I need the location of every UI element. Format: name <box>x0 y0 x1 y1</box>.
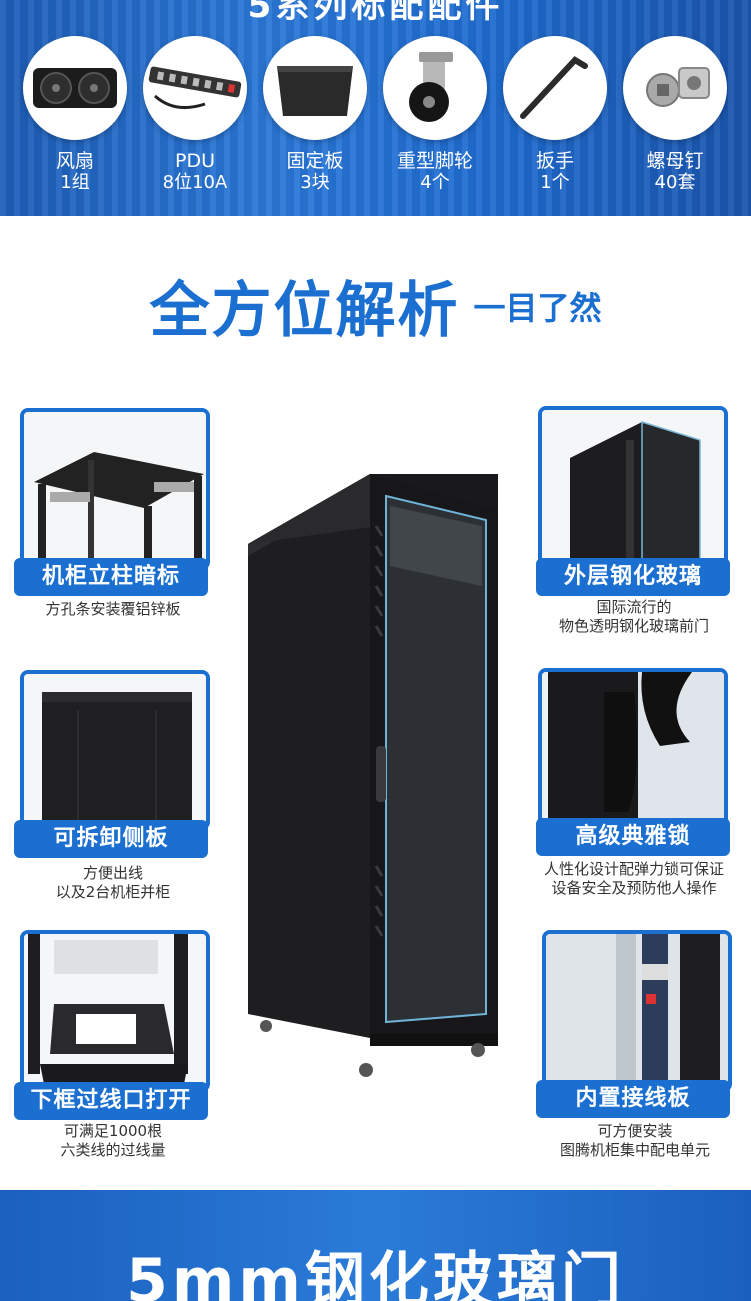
feature-desc: 方便出线 以及2台机柜并柜 <box>55 864 171 901</box>
fixing-plate-icon <box>277 66 353 116</box>
feature-desc: 方孔条安装覆铝锌板 <box>45 600 181 618</box>
pdu-icon <box>148 66 242 110</box>
accessory-qty: 1个 <box>540 172 570 193</box>
glass-door-banner: 5mm钢化玻璃门 <box>0 1190 751 1301</box>
accessory-name: 螺母钉 <box>646 150 704 172</box>
feature-card-lock <box>538 668 728 830</box>
lock-image <box>542 672 724 826</box>
cable-opening-image <box>24 934 206 1088</box>
accessory-name: 风扇 <box>55 150 94 172</box>
accessory-name: 扳手 <box>535 150 574 172</box>
tempered-glass-image <box>542 410 724 566</box>
accessory-qty: 40套 <box>654 172 696 193</box>
accessory-fan: 风扇 1组 <box>20 36 130 194</box>
feature-label: 高级典雅锁 <box>536 818 730 856</box>
screw-nut-icon <box>646 67 710 107</box>
accessory-name: 固定板 <box>286 150 344 172</box>
heading-sub: 一目了然 <box>473 288 602 327</box>
accessory-name: PDU <box>175 150 215 172</box>
caster-wheel-icon <box>409 52 453 122</box>
fan-icon <box>33 68 117 108</box>
side-panel-image <box>24 674 206 826</box>
accessory-caster: 重型脚轮 4个 <box>380 36 490 194</box>
feature-label: 可拆卸侧板 <box>14 820 208 858</box>
heading-main: 全方位解析 <box>149 276 460 346</box>
accessory-screw-nut: 螺母钉 40套 <box>620 36 730 194</box>
wrench-icon <box>520 56 588 119</box>
accessory-qty: 4个 <box>420 172 450 193</box>
feature-card-rack-posts <box>20 408 210 570</box>
accessory-fixing-plate: 固定板 3块 <box>260 36 370 194</box>
section-heading: 全方位解析一目了然 <box>0 262 751 349</box>
terminal-board-image <box>546 934 728 1088</box>
feature-label: 外层钢化玻璃 <box>536 558 730 596</box>
accessory-qty: 8位10A <box>162 172 228 193</box>
feature-desc: 可方便安装 图腾机柜集中配电单元 <box>559 1122 710 1159</box>
feature-label: 下框过线口打开 <box>14 1082 208 1120</box>
feature-label: 内置接线板 <box>536 1080 730 1118</box>
accessory-qty: 3块 <box>300 172 330 193</box>
feature-card-side-panel <box>20 670 210 830</box>
accessory-wrench: 扳手 1个 <box>500 36 610 194</box>
glass-door-title: 5mm钢化玻璃门 <box>126 1246 625 1301</box>
rack-posts-image <box>24 412 206 566</box>
feature-desc: 国际流行的 物色透明钢化玻璃前门 <box>558 598 709 635</box>
feature-label: 机柜立柱暗标 <box>14 558 208 596</box>
feature-desc: 人性化设计配弹力锁可保证 设备安全及预防他人操作 <box>543 860 724 897</box>
accessories-banner: 5系列标配配件 风扇 1组 <box>0 0 751 216</box>
feature-desc: 可满足1000根 六类线的过线量 <box>60 1122 166 1159</box>
accessory-pdu: PDU 8位10A <box>140 36 250 194</box>
feature-card-terminal-board <box>542 930 732 1092</box>
accessories-title: 5系列标配配件 <box>247 0 504 26</box>
accessory-name: 重型脚轮 <box>396 150 473 172</box>
accessory-qty: 1组 <box>60 172 90 193</box>
feature-card-cable-opening <box>20 930 210 1092</box>
server-cabinet-image <box>248 474 498 1077</box>
feature-card-tempered-glass <box>538 406 728 570</box>
